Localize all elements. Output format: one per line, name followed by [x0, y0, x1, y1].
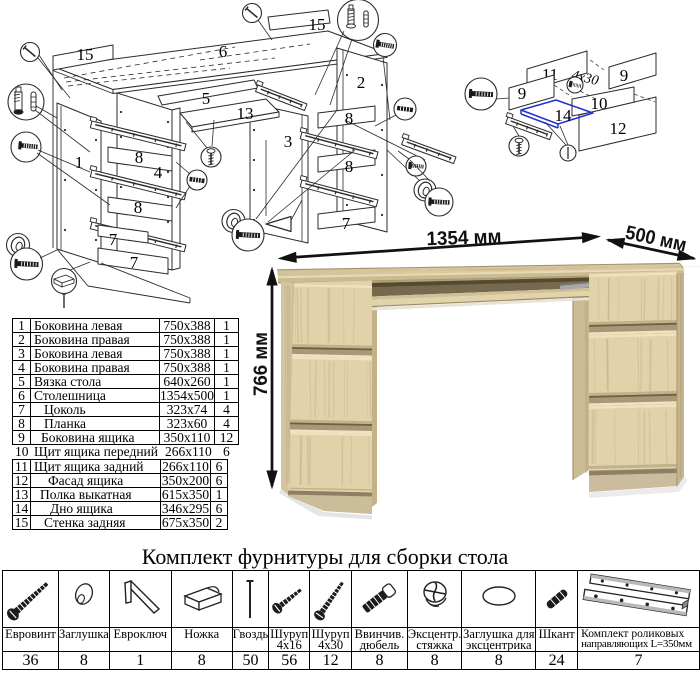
svg-text:2: 2 — [357, 73, 366, 92]
svg-text:7: 7 — [109, 230, 118, 249]
svg-text:1354 мм: 1354 мм — [426, 226, 502, 251]
svg-text:6: 6 — [219, 42, 228, 61]
svg-text:14: 14 — [555, 106, 573, 125]
svg-text:13: 13 — [237, 104, 254, 123]
svg-text:9: 9 — [518, 84, 527, 103]
svg-text:766 мм: 766 мм — [250, 332, 272, 396]
svg-text:5: 5 — [202, 89, 211, 108]
svg-text:4: 4 — [154, 163, 163, 182]
svg-text:9: 9 — [620, 66, 629, 85]
svg-text:8: 8 — [134, 198, 143, 217]
svg-text:8: 8 — [345, 109, 354, 128]
svg-text:12: 12 — [610, 119, 627, 138]
svg-text:3: 3 — [284, 132, 293, 151]
svg-text:15: 15 — [77, 45, 94, 64]
svg-text:7: 7 — [342, 214, 351, 233]
svg-text:8: 8 — [135, 148, 144, 167]
svg-text:7: 7 — [130, 253, 139, 272]
svg-text:1: 1 — [75, 153, 84, 172]
svg-text:15: 15 — [309, 15, 326, 34]
svg-text:8: 8 — [345, 157, 354, 176]
